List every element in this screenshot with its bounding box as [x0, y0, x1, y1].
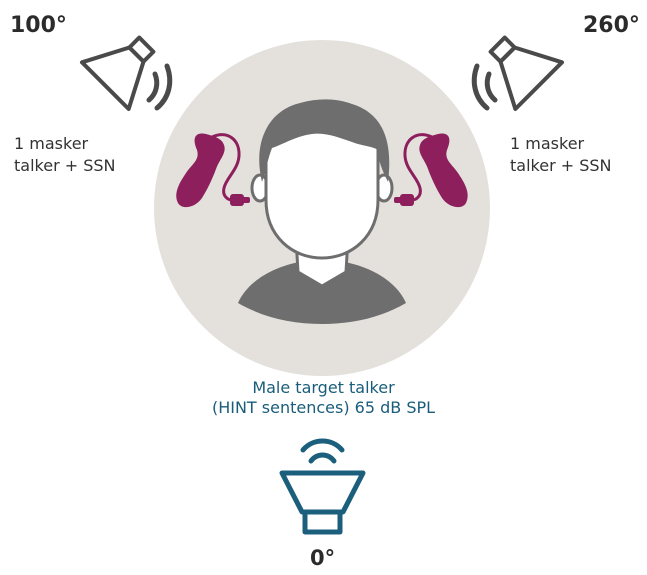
left-masker-label: 1 masker talker + SSN: [14, 133, 116, 177]
hearing-aid-icon: [176, 133, 250, 208]
right-masker-label: 1 masker talker + SSN: [510, 133, 612, 177]
loudspeaker-icon: [471, 35, 565, 112]
person-head-icon: [238, 99, 406, 324]
loudspeaker-icon: [79, 35, 173, 112]
front-speaker-angle: 0°: [310, 546, 336, 570]
target-talker-label: Male target talker (HINT sentences) 65 d…: [0, 378, 647, 418]
left-masker-line1: 1 masker: [14, 134, 89, 153]
right-speaker-angle: 260°: [583, 13, 640, 38]
right-masker-line1: 1 masker: [510, 134, 585, 153]
target-talker-line2: (HINT sentences) 65 dB SPL: [211, 398, 436, 417]
left-masker-line2: talker + SSN: [14, 156, 116, 175]
hearing-aid-icon: [394, 133, 468, 208]
loudspeaker-icon: [279, 438, 366, 535]
right-masker-line2: talker + SSN: [510, 156, 612, 175]
left-speaker-angle: 100°: [10, 13, 67, 38]
target-talker-line1: Male target talker: [252, 378, 395, 397]
